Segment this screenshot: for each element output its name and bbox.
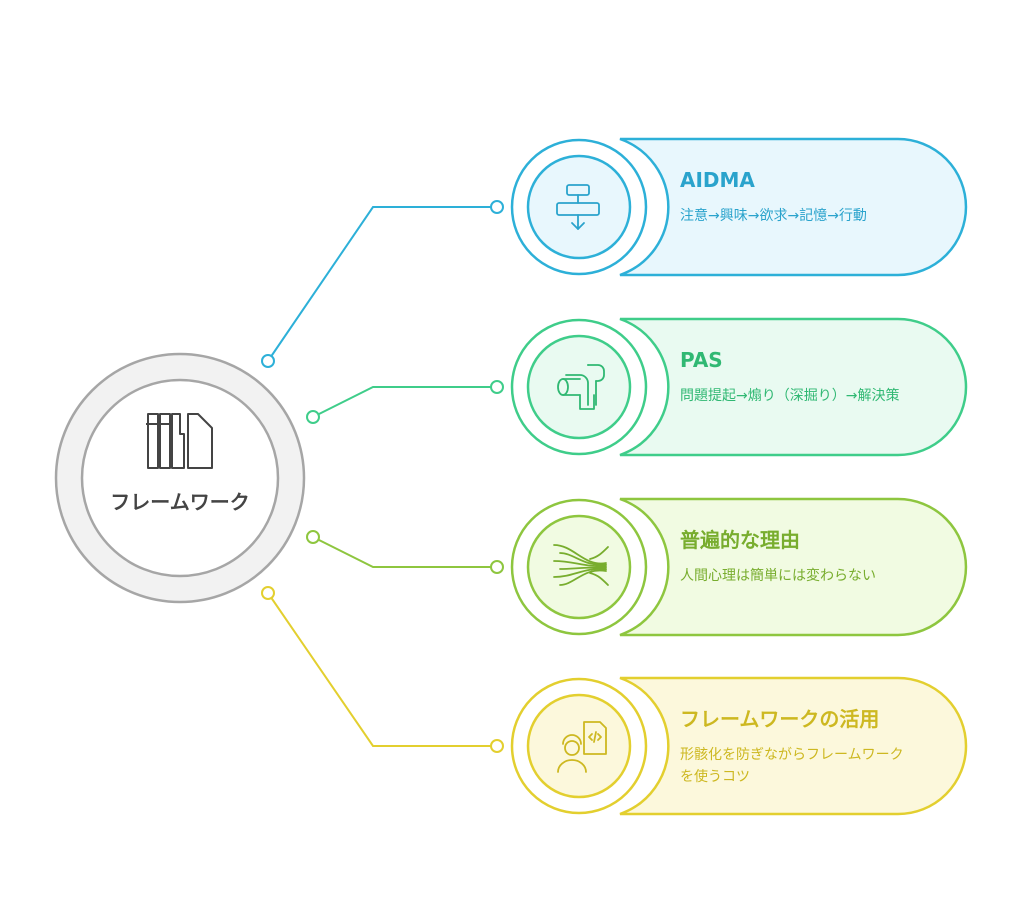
card-body <box>619 137 968 277</box>
connector-start-dot <box>261 354 275 368</box>
card-title: フレームワークの活用 <box>680 707 880 731</box>
card-description: 注意→興味→欲求→記憶→行動 <box>680 208 867 224</box>
converging-lines-icon <box>553 544 609 586</box>
flowchart-icon <box>556 184 600 230</box>
card-description: 人間心理は簡単には変わらない <box>680 568 876 584</box>
center-node[interactable] <box>54 352 306 604</box>
connector-line <box>267 206 497 362</box>
connector-start-dot <box>261 586 275 600</box>
connector-end-dot <box>490 739 504 753</box>
connector-start-dot <box>306 410 320 424</box>
library-books-icon <box>146 413 213 469</box>
branch-card[interactable] <box>510 497 968 637</box>
card-body <box>619 497 968 637</box>
pipe-flow-icon <box>557 364 605 410</box>
connector-end-dot <box>490 560 504 574</box>
connector-end-dot <box>490 200 504 214</box>
card-title: 普遍的な理由 <box>680 528 800 552</box>
connector-line <box>312 386 497 418</box>
card-body <box>619 676 968 816</box>
center-label: フレームワーク <box>110 490 250 514</box>
branch-card[interactable] <box>510 676 968 816</box>
card-title: PAS <box>680 348 723 372</box>
card-body <box>619 317 968 457</box>
card-description: 問題提起→煽り（深掘り）→解決策 <box>680 388 900 404</box>
connector-end-dot <box>490 380 504 394</box>
card-description: 形骸化を防ぎながらフレームワークを使うコツ <box>680 747 904 785</box>
connector-start-dot <box>306 530 320 544</box>
card-title: AIDMA <box>680 168 755 192</box>
developer-code-icon <box>557 721 607 773</box>
branch-card[interactable] <box>510 317 968 457</box>
connector-line <box>312 536 497 568</box>
branch-card[interactable] <box>510 137 968 277</box>
connector-line <box>267 592 497 747</box>
